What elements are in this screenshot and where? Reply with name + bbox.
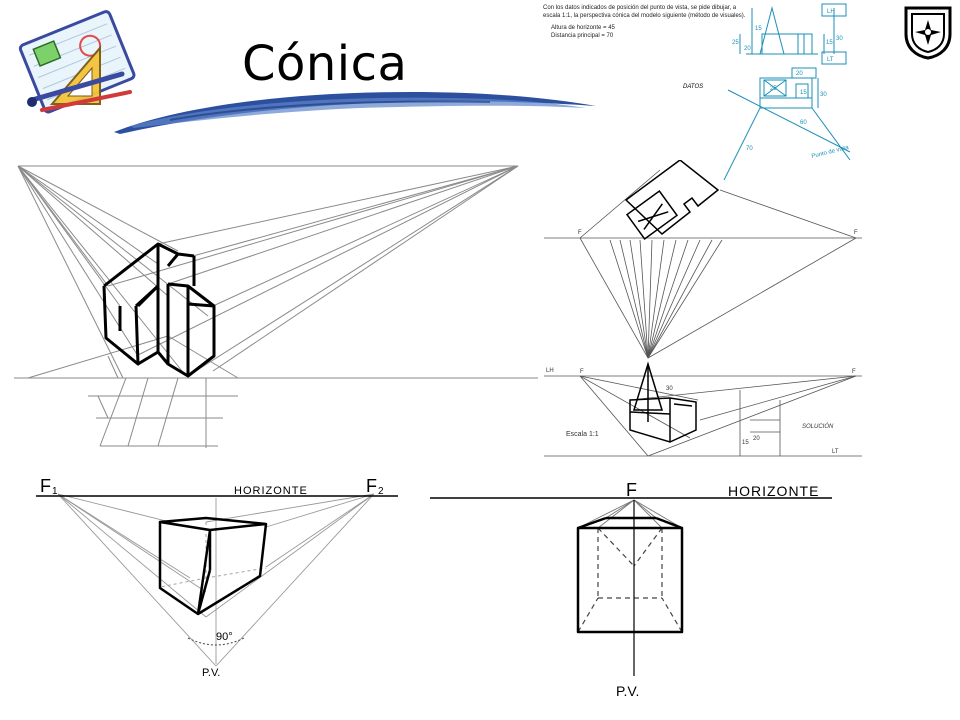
f1-label: F: [40, 476, 51, 496]
one-point-pv-label: P.V.: [616, 683, 639, 699]
sol-scale-label: Escala 1:1: [566, 431, 599, 438]
sol-dim-2: 20: [753, 436, 760, 442]
instructions-text: Con los datos indicados de posición del …: [543, 5, 746, 19]
two-point-perspective-drawing: [14, 165, 538, 448]
brush-swoosh: [114, 92, 596, 134]
horizon-label: HORIZONTE: [234, 485, 308, 497]
tech-dim-8: 15: [800, 90, 807, 96]
slide-title: Cónica: [242, 36, 408, 92]
f2-subscript: 2: [378, 486, 384, 497]
tech-dim-11: 60: [800, 120, 807, 126]
datos-label: DATOS: [683, 84, 704, 90]
one-point-f-label: F: [626, 480, 637, 500]
sol-lh-label: LH: [546, 368, 554, 374]
tech-dim-2: 20: [744, 46, 751, 52]
two-point-box-drawing: F 1 F 2 HORIZONTE 90° P.V.: [36, 476, 398, 679]
university-seal-icon: [904, 6, 952, 60]
horizon-height-label: Altura de horizonte = 45: [551, 25, 615, 31]
drawing-tools-icon: [18, 10, 136, 114]
tech-lt-label: LT: [827, 57, 834, 63]
tech-dim-9: 30: [820, 92, 827, 98]
principal-distance-label: Distancia principal = 70: [551, 33, 614, 39]
f1-subscript: 1: [52, 486, 58, 497]
tech-lh-label: LH: [827, 9, 835, 15]
technical-views-drawing: LH LT 25 20 15 30 15 20 25 15 30 70 60 P…: [723, 3, 851, 181]
sol-solucion-label: SOLUCIÓN: [802, 423, 834, 430]
f2-label: F: [366, 476, 377, 496]
pv-label: P.V.: [202, 667, 220, 679]
sol-dim-1: 30: [666, 386, 673, 392]
angle-label: 90°: [216, 631, 233, 643]
tech-dim-5: 15: [826, 40, 833, 46]
exercise-instructions: Con los datos indicados de posición del …: [543, 4, 753, 40]
tech-dim-4: 30: [836, 36, 843, 42]
sol-f-right: F: [854, 230, 858, 236]
sol-dim-3: 15: [742, 440, 749, 446]
tech-dim-10: 70: [746, 146, 753, 152]
solution-drawing: F F LH F F LT SOLUCIÓN Escala 1:1 30 20 …: [544, 160, 862, 457]
tech-dim-1: 25: [732, 40, 739, 46]
sol-lt-label: LT: [832, 449, 839, 455]
tech-dim-3: 15: [755, 26, 762, 32]
sol-f-left: F: [578, 230, 582, 236]
sol-f2-right: F: [852, 369, 856, 375]
tech-dim-6: 20: [796, 71, 803, 77]
tech-dim-7: 25: [770, 86, 777, 92]
one-point-horizon-label: HORIZONTE: [728, 483, 819, 499]
sol-f2-left: F: [580, 369, 584, 375]
one-point-box-drawing: F HORIZONTE P.V.: [430, 480, 832, 699]
